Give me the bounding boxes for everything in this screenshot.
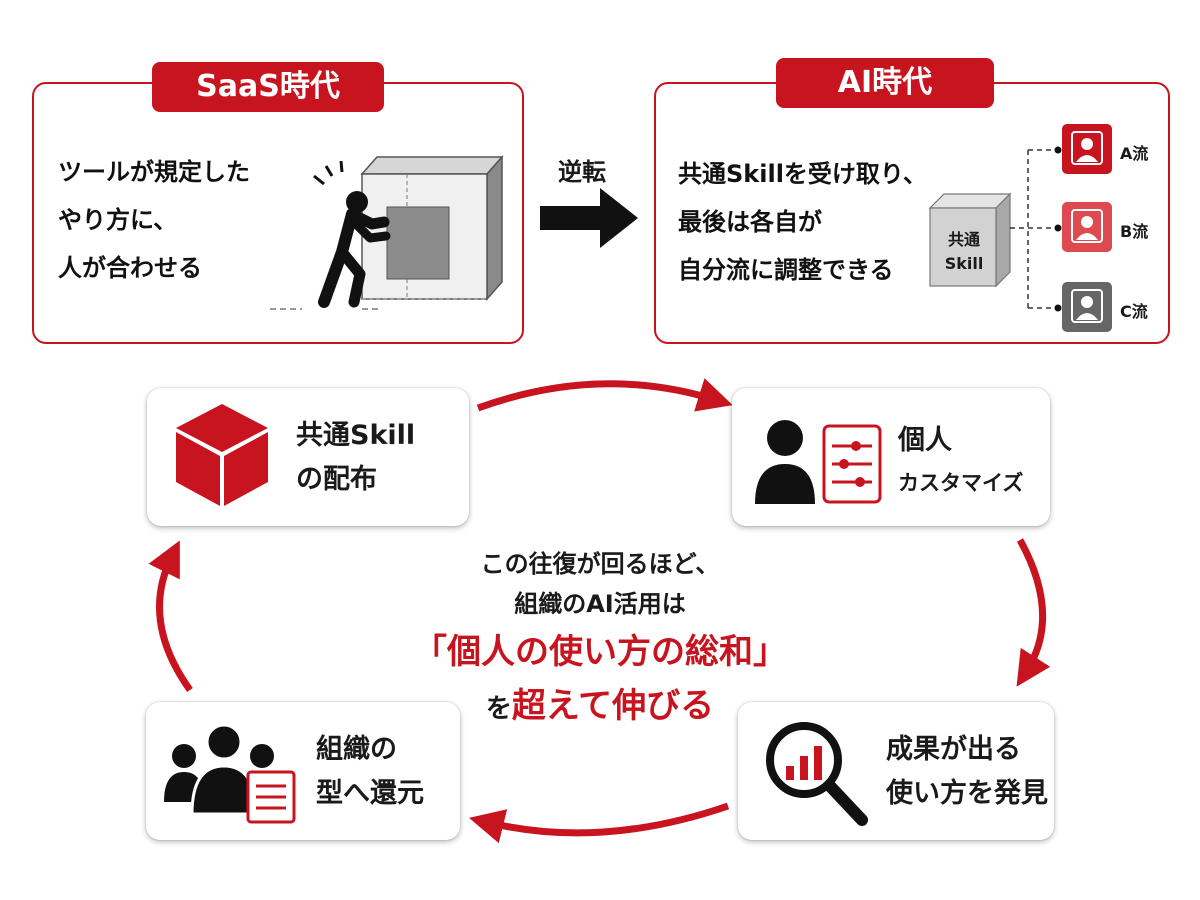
skill-box-icon	[928, 192, 1012, 288]
user-icon-a	[1062, 124, 1112, 174]
cycle-arrow-right	[1016, 538, 1051, 687]
card-return-text: 組織の 型へ還元	[316, 728, 424, 816]
team-document-icon	[164, 723, 296, 824]
center-message-line-1: この往復が回るほど、	[480, 550, 720, 578]
saas-line-2: やり方に、	[58, 206, 178, 234]
user-icon-b	[1062, 202, 1112, 252]
person-sliders-icon	[755, 420, 882, 504]
transition-label: 逆転	[558, 158, 606, 186]
center-message-highlight: 「個人の使い方の総和」	[413, 632, 787, 672]
ai-line-2: 最後は各自が	[678, 208, 822, 236]
center-message-line-2: 組織のAI活用は	[514, 590, 686, 618]
center-message-line-4: を超えて伸びる	[300, 678, 900, 727]
cycle-arrow-left	[148, 540, 193, 693]
variant-label-c: C流	[1120, 302, 1148, 321]
return-line-2: 型へ還元	[316, 778, 424, 809]
customize-line-1: 個人	[898, 425, 952, 456]
ai-era-badge: AI時代	[776, 58, 994, 108]
discover-line-2: 使い方を発見	[886, 778, 1048, 809]
card-customize-text: 個人 カスタマイズ	[898, 420, 1023, 504]
discover-line-1: 成果が出る	[886, 734, 1021, 765]
cycle-arrow-top	[476, 378, 733, 412]
saas-era-badge: SaaS時代	[152, 62, 384, 112]
center-message-emphasis: 超えて伸びる	[511, 686, 715, 726]
branch-connectors	[1010, 146, 1062, 312]
center-message-prefix: を	[485, 694, 512, 724]
cycle-arrow-bottom	[469, 802, 730, 844]
ai-line-3: 自分流に調整できる	[678, 256, 894, 284]
variant-label-b: B流	[1120, 222, 1149, 241]
ai-era-description: 共通Skillを受け取り、 最後は各自が 自分流に調整できる	[678, 150, 927, 294]
magnifier-chart-icon	[766, 722, 868, 826]
saas-line-3: 人が合わせる	[58, 254, 202, 282]
skill-box-label-line-1: 共通	[947, 230, 980, 249]
ai-line-1: 共通Skillを受け取り、	[678, 160, 927, 188]
card-return-to-org	[146, 702, 460, 840]
user-icon-c	[1062, 282, 1112, 332]
arrow-right-icon	[540, 188, 638, 248]
cube-icon	[176, 404, 268, 506]
skill-box-label: 共通 Skill	[932, 228, 996, 276]
saas-line-1: ツールが規定した	[58, 158, 250, 186]
card-distribute-text: 共通Skill の配布	[296, 414, 415, 502]
distribute-line-2: の配布	[296, 464, 377, 495]
customize-line-2: カスタマイズ	[898, 471, 1024, 495]
skill-box-label-line-2: Skill	[944, 254, 984, 273]
distribute-line-1: 共通Skill	[296, 420, 416, 451]
return-line-1: 組織の	[316, 734, 397, 765]
variant-label-a: A流	[1120, 144, 1149, 163]
person-pushing-box-icon	[270, 155, 504, 310]
card-discover-text: 成果が出る 使い方を発見	[886, 728, 1048, 816]
saas-era-description: ツールが規定した やり方に、 人が合わせる	[58, 148, 250, 292]
